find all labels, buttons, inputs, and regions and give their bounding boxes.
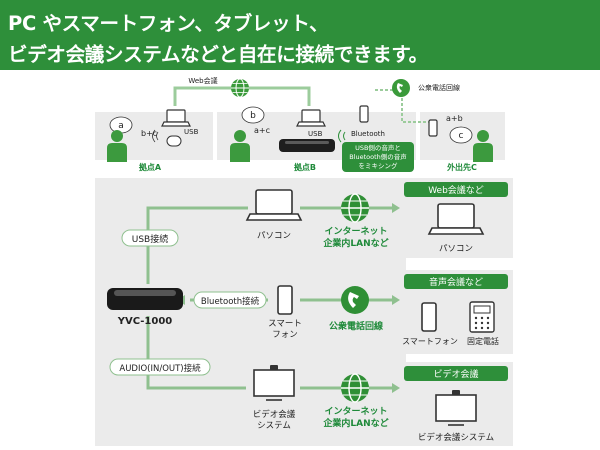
site-b-heard-label: a+c — [254, 126, 270, 135]
site-c-heard-label: a+b — [446, 114, 463, 123]
headline-line-2: ビデオ会議システムなどと自在に接続できます。 — [8, 43, 428, 66]
site-a: a USB b+c 拠点A — [107, 109, 199, 172]
site-c-smartphone-icon — [428, 119, 438, 137]
smartphone-icon — [277, 285, 293, 315]
box-audio-header — [404, 274, 508, 289]
device-name: YVC-1000 — [117, 316, 173, 327]
bubble-a-label: a — [118, 121, 124, 131]
internet-label-1: インターネット — [324, 225, 387, 237]
usb-connection-pill — [121, 229, 179, 247]
box-video-title: ビデオ会議 — [433, 368, 478, 380]
fixed-phone-icon — [469, 301, 495, 333]
box-audio-title: 音声会議など — [429, 276, 483, 288]
box-video-header — [404, 366, 508, 381]
sound-waves-a-icon — [152, 129, 159, 143]
site-b: b a+c USB Bluetooth USB側の音声と Bluetooth側の… — [230, 105, 414, 172]
site-b-bluetooth-waves-icon — [338, 129, 346, 143]
bluetooth-connection-pill — [193, 291, 267, 309]
speech-bubble-b — [241, 106, 265, 124]
headline-banner: PC やスマートフォン、タブレット、 ビデオ会議システムなどと自在に接続できます… — [0, 0, 600, 70]
mixing-note-line-2: Bluetooth側の音声 — [349, 152, 407, 161]
bluetooth-connection-label: Bluetooth接続 — [201, 296, 260, 307]
site-a-usb-label: USB — [184, 128, 199, 136]
site-a-headset-icon — [166, 135, 182, 147]
video-system-icon — [253, 364, 295, 401]
usb-connection-label: USB接続 — [132, 233, 168, 245]
right-fixed-phone-label: 固定電話 — [467, 336, 499, 346]
video-system-label-2: システム — [257, 421, 291, 431]
web-conference-label: Web会議 — [188, 76, 217, 85]
bubble-c-label: c — [459, 131, 464, 141]
right-smartphone-icon — [421, 302, 437, 332]
public-line-label: 公衆電話回線 — [329, 320, 383, 332]
box-web-header — [404, 182, 508, 197]
smartphone-label-2: フォン — [272, 330, 298, 340]
site-c-label: 外出先C — [447, 162, 477, 172]
video-system-label-1: ビデオ会議 — [253, 409, 296, 420]
site-c: a+b c 外出先C — [428, 114, 493, 172]
site-a-heard-label: b+c — [141, 129, 157, 138]
top-public-line-label: 公衆電話回線 — [418, 83, 460, 92]
yvc-1000-device: YVC-1000 — [107, 288, 183, 327]
smartphone-label-1: スマート — [268, 319, 302, 329]
lan-label-1: 企業内LANなど — [322, 237, 388, 249]
public-phone-icon — [341, 286, 369, 314]
site-b-speakerphone — [279, 139, 335, 152]
pc-label: パソコン — [257, 231, 291, 241]
site-b-bluetooth-label: Bluetooth — [351, 130, 385, 138]
speech-bubble-c — [449, 126, 473, 144]
web-conference-globe-icon — [230, 78, 250, 98]
public-line-phone-icon — [392, 79, 410, 97]
mixing-note-line-3: をミキシング — [359, 161, 399, 170]
site-b-label: 拠点B — [293, 162, 316, 172]
audio-connection-pill — [109, 358, 211, 376]
bubble-b-label: b — [250, 111, 256, 121]
audio-connection-label: AUDIO(IN/OUT)接続 — [119, 363, 201, 374]
headline-line-1: PC やスマートフォン、タブレット、 — [8, 12, 329, 35]
internet-globe-icon-2 — [340, 373, 370, 403]
right-video-system-icon — [435, 389, 477, 426]
site-b-usb-label: USB — [308, 130, 323, 138]
internet-label-2: インターネット — [324, 405, 387, 417]
box-web-title: Web会議など — [428, 184, 484, 196]
right-video-system-label: ビデオ会議システム — [418, 432, 494, 443]
right-pc-label: パソコン — [439, 244, 473, 254]
public-line-link — [375, 89, 430, 123]
connection-diagram: Web会議 公衆電話回線 a USB b+c 拠点A b a+c USB Blu… — [95, 76, 513, 446]
right-smartphone-label: スマートフォン — [402, 337, 458, 346]
lan-label-2: 企業内LANなど — [322, 417, 388, 429]
mixing-note-box — [342, 142, 414, 172]
internet-globe-icon-1 — [340, 193, 370, 223]
site-b-smartphone-icon — [359, 105, 369, 123]
site-a-label: 拠点A — [138, 162, 162, 172]
mixing-note-line-1: USB側の音声と — [355, 143, 401, 152]
